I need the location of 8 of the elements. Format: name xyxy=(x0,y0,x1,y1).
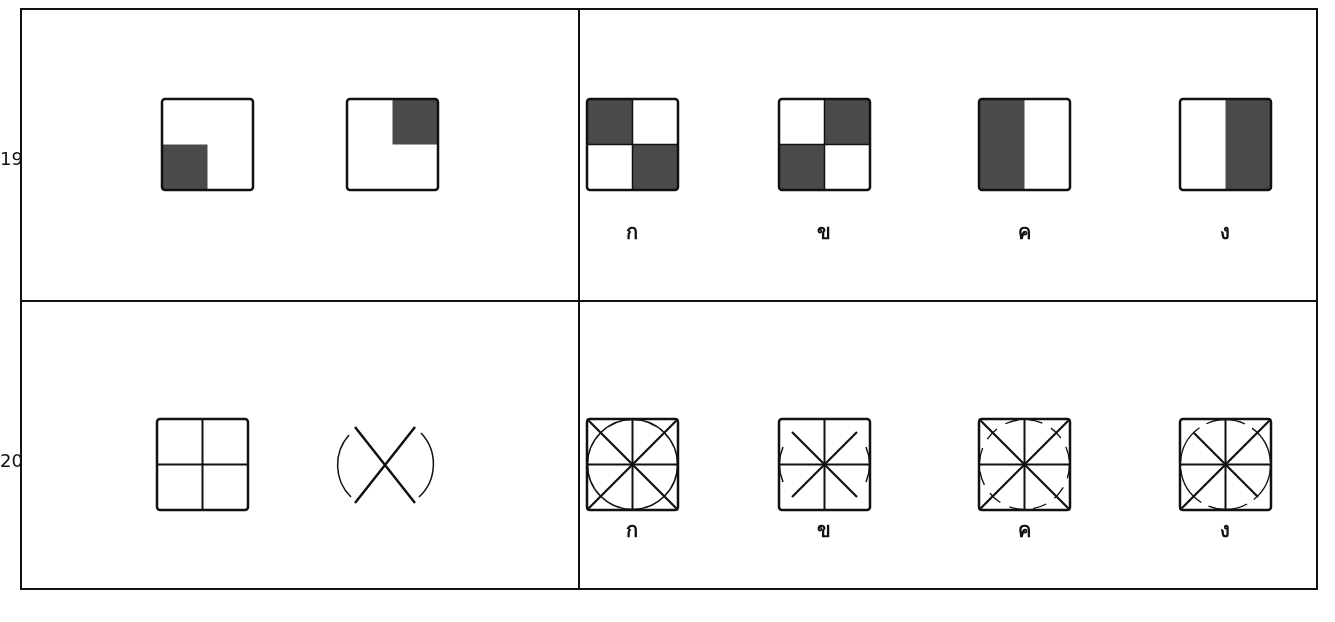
choice-letter: ง xyxy=(1220,520,1230,540)
choice-letter: ก xyxy=(626,520,638,540)
choice-letter: ก xyxy=(626,222,638,242)
choice-letter: ง xyxy=(1220,222,1230,242)
choice-letter: ข xyxy=(817,520,831,540)
choice-letter: ค xyxy=(1017,520,1031,540)
choice-letter: ค xyxy=(1017,222,1031,242)
choice-letter: ข xyxy=(817,222,831,242)
